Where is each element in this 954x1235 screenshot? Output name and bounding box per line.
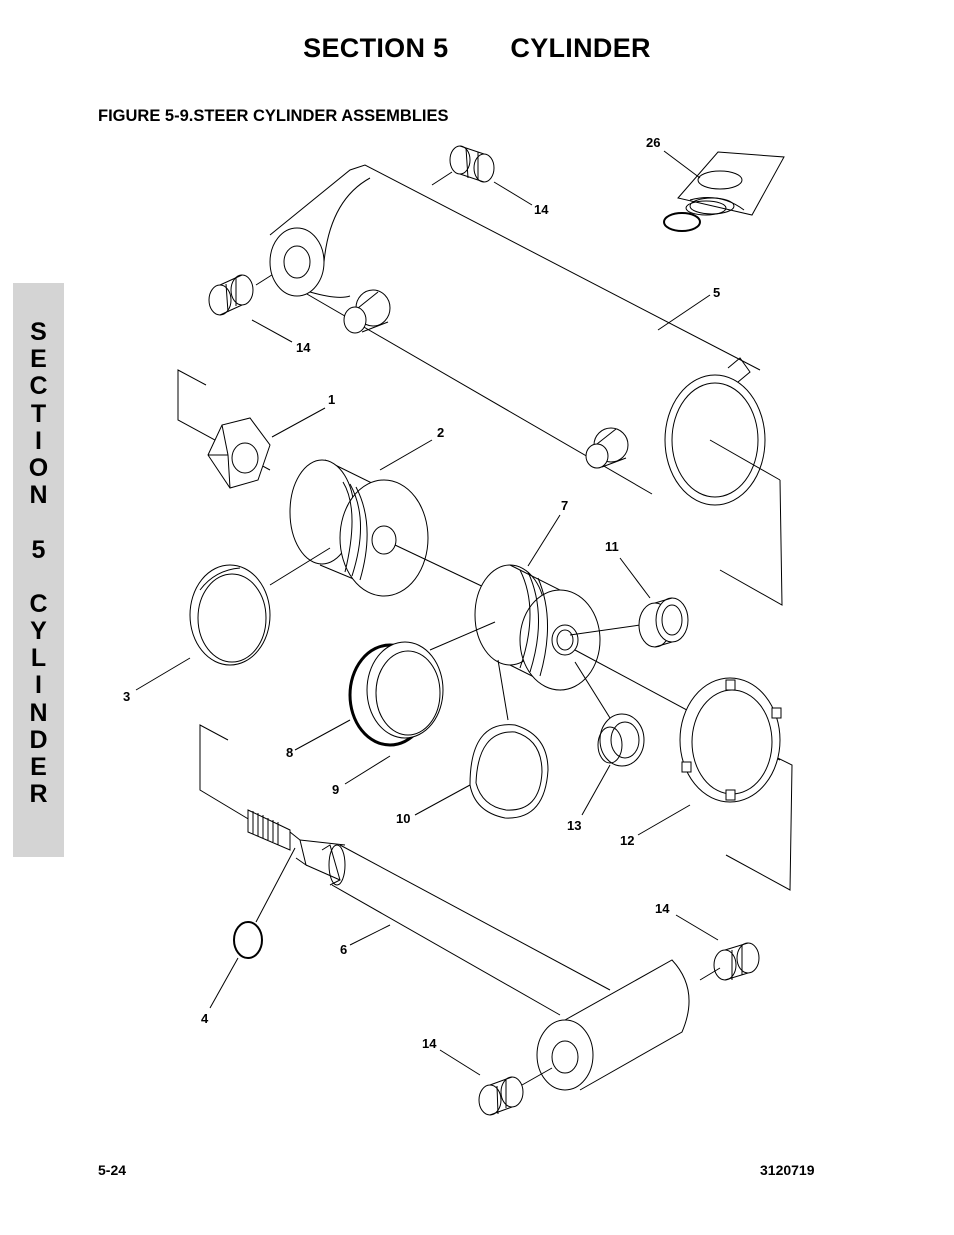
side-tab-letter: I — [35, 426, 42, 455]
head-2 — [289, 439, 491, 597]
side-tab-letter: D — [29, 725, 48, 754]
lock-nut-12 — [637, 677, 782, 836]
callout-6: 6 — [340, 942, 347, 957]
callout-11: 11 — [605, 539, 619, 554]
nut-1 — [207, 407, 326, 489]
o-ring-4 — [209, 847, 296, 1009]
document-number: 3120719 — [760, 1162, 815, 1178]
callout-3: 3 — [123, 689, 130, 704]
bushing-14-bottom — [439, 1049, 553, 1116]
callout-26: 26 — [646, 135, 660, 150]
bushing-14-top — [431, 145, 533, 206]
wear-ring-9 — [344, 621, 496, 785]
side-tab-letter: L — [30, 644, 47, 673]
side-tab-letter: R — [29, 780, 48, 809]
callout-5: 5 — [713, 285, 720, 300]
seal-kit-26 — [663, 150, 785, 232]
bushing-14-right — [675, 914, 760, 981]
rod-clevis — [536, 959, 690, 1091]
callout-14-bottom: 14 — [422, 1036, 437, 1051]
side-tab-letter: C — [29, 372, 48, 401]
side-tab-letter: E — [30, 753, 47, 781]
page-header: SECTION 5 CYLINDER — [0, 33, 954, 64]
side-tab-letter: O — [28, 453, 49, 482]
wiper-3 — [135, 547, 331, 691]
side-tab-letter: I — [35, 671, 42, 700]
callout-10: 10 — [396, 811, 410, 826]
callout-4: 4 — [201, 1011, 209, 1026]
side-tab-letter: C — [29, 589, 48, 618]
side-tab-letter: N — [29, 698, 48, 727]
callout-13: 13 — [567, 818, 581, 833]
section-number: SECTION 5 — [303, 33, 449, 63]
side-tab-letter: Y — [30, 617, 47, 646]
callout-14-right: 14 — [655, 901, 670, 916]
callout-12: 12 — [620, 833, 634, 848]
side-tab-letter: S — [30, 318, 47, 346]
side-tab-letter: E — [30, 345, 47, 374]
side-tab-letter: T — [30, 399, 47, 428]
section-topic: CYLINDER — [510, 33, 651, 63]
spacer-11 — [619, 557, 689, 648]
side-tab-letter: 5 — [31, 535, 46, 564]
callout-2: 2 — [437, 425, 444, 440]
lock-ring-10 — [414, 659, 549, 819]
callout-8: 8 — [286, 745, 293, 760]
side-tab-letter: N — [29, 481, 48, 510]
callout-7: 7 — [561, 498, 568, 513]
figure-title: FIGURE 5-9.STEER CYLINDER ASSEMBLIES — [98, 107, 449, 125]
callout-labels: 26 14 14 5 1 2 7 11 3 8 9 10 13 12 14 6 … — [123, 135, 720, 1051]
callout-14-top: 14 — [534, 202, 549, 217]
callout-9: 9 — [332, 782, 339, 797]
cylinder-barrel-5 — [269, 164, 781, 506]
piston-7 — [474, 514, 781, 761]
callout-14-left: 14 — [296, 340, 311, 355]
callout-1: 1 — [328, 392, 335, 407]
bushing-14-left — [208, 265, 293, 343]
seal-13 — [574, 661, 645, 816]
rod-6 — [247, 809, 611, 1016]
page-number: 5-24 — [98, 1162, 127, 1178]
